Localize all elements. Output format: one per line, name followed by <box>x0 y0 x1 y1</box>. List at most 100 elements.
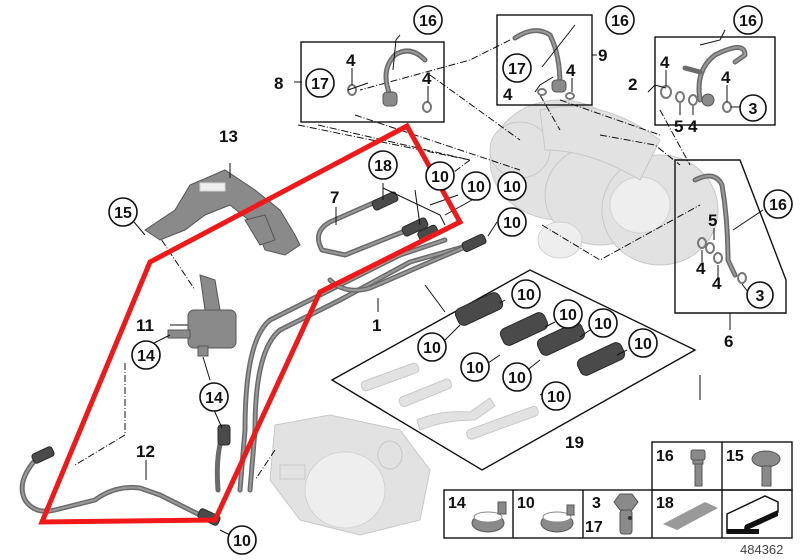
svg-text:14: 14 <box>137 348 155 365</box>
label-4: 4 <box>688 117 698 136</box>
legend-item-arrow <box>726 495 779 534</box>
callout-14: 14 <box>131 340 161 370</box>
svg-text:18: 18 <box>374 158 392 175</box>
svg-text:16: 16 <box>611 13 629 30</box>
auxiliary-pump-11 <box>167 274 237 357</box>
callout-10: 10 <box>425 161 455 191</box>
callout-10: 10 <box>497 207 527 237</box>
legend: 16 15 14 10 <box>443 441 793 539</box>
svg-text:17: 17 <box>508 61 526 78</box>
callout-10: 10 <box>628 328 658 358</box>
label-12: 12 <box>136 442 155 461</box>
water-pump-ghost <box>269 414 431 536</box>
callout-3: 3 <box>739 94 767 122</box>
callout-10: 10 <box>227 525 257 555</box>
callout-16: 16 <box>605 5 635 35</box>
label-5: 5 <box>708 211 717 230</box>
svg-text:3: 3 <box>756 288 765 305</box>
svg-text:10: 10 <box>517 287 535 304</box>
legend-item-16: 16 <box>656 448 706 487</box>
svg-text:18: 18 <box>656 495 674 512</box>
bracket-13 <box>144 169 301 256</box>
svg-text:10: 10 <box>547 389 565 406</box>
callout-17: 17 <box>305 68 335 98</box>
callout-10: 10 <box>511 279 541 309</box>
hose-clamp-icon <box>540 504 575 533</box>
callout-16: 16 <box>763 189 793 219</box>
label-19: 19 <box>565 433 584 452</box>
svg-text:16: 16 <box>769 197 787 214</box>
svg-text:10: 10 <box>503 179 521 196</box>
svg-text:14: 14 <box>448 495 466 512</box>
svg-text:10: 10 <box>594 316 612 333</box>
arrow-icon <box>726 495 779 534</box>
svg-text:10: 10 <box>233 533 251 550</box>
pipe-box-2 <box>660 45 748 113</box>
label-5: 5 <box>674 117 683 136</box>
label-2: 2 <box>628 75 637 94</box>
label-7: 7 <box>330 188 339 207</box>
svg-text:15: 15 <box>114 205 132 222</box>
legend-item-3-17: 3 17 <box>585 493 639 536</box>
callout-16: 16 <box>413 5 443 35</box>
svg-text:3: 3 <box>592 495 601 512</box>
callout-16: 16 <box>733 5 763 35</box>
highlight-outline <box>38 122 464 525</box>
box-2 <box>654 36 776 126</box>
svg-text:10: 10 <box>431 169 449 186</box>
svg-text:10: 10 <box>467 179 485 196</box>
callout-10: 10 <box>502 362 532 392</box>
pipe-box-6 <box>692 173 747 284</box>
label-1: 1 <box>372 316 381 335</box>
svg-text:17: 17 <box>585 519 603 536</box>
svg-text:10: 10 <box>508 370 526 387</box>
box-9 <box>496 14 593 106</box>
callout-10: 10 <box>460 352 490 382</box>
svg-text:10: 10 <box>423 340 441 357</box>
svg-text:3: 3 <box>749 101 758 118</box>
callout-15: 15 <box>108 197 138 227</box>
label-4: 4 <box>422 69 432 88</box>
callout-10: 10 <box>588 308 618 338</box>
label-4: 4 <box>696 259 706 278</box>
callout-10: 10 <box>553 299 583 329</box>
svg-text:17: 17 <box>311 76 329 93</box>
pipe-box-9 <box>512 28 575 100</box>
callout-18: 18 <box>368 150 398 180</box>
svg-text:10: 10 <box>559 307 577 324</box>
pipe-box-8 <box>347 48 432 113</box>
label-4: 4 <box>566 61 576 80</box>
plain-labels: 8 4 4 9 4 4 2 4 5 4 4 5 4 4 6 13 7 1 11 … <box>136 46 733 461</box>
svg-text:10: 10 <box>634 336 652 353</box>
svg-text:16: 16 <box>739 13 757 30</box>
callout-10: 10 <box>541 381 571 411</box>
svg-text:10: 10 <box>466 360 484 377</box>
callout-10: 10 <box>461 171 491 201</box>
document-number: 484362 <box>740 542 783 557</box>
label-4: 4 <box>346 51 356 70</box>
callout-3: 3 <box>746 281 774 309</box>
legend-item-18: 18 <box>656 495 718 530</box>
adhesive-strip-icon <box>663 502 718 530</box>
callout-10: 10 <box>417 332 447 362</box>
label-9: 9 <box>598 46 607 65</box>
callout-14: 14 <box>199 382 229 412</box>
callout-17: 17 <box>502 53 532 83</box>
hose-clamp-icon <box>471 501 507 533</box>
svg-text:10: 10 <box>503 215 521 232</box>
legend-item-15: 15 <box>726 448 781 487</box>
svg-text:14: 14 <box>205 390 223 407</box>
label-13: 13 <box>219 127 238 146</box>
label-4: 4 <box>660 53 670 72</box>
label-8: 8 <box>274 74 283 93</box>
label-4: 4 <box>503 85 513 104</box>
label-6: 6 <box>724 332 733 351</box>
svg-text:15: 15 <box>726 448 744 465</box>
hex-bolt-icon <box>690 449 706 487</box>
torx-screw-icon <box>751 450 781 487</box>
callout-10: 10 <box>497 171 527 201</box>
svg-text:16: 16 <box>419 13 437 30</box>
legend-item-10: 10 <box>517 495 575 533</box>
label-11: 11 <box>136 316 154 335</box>
banjo-bolt-icon <box>613 493 639 535</box>
